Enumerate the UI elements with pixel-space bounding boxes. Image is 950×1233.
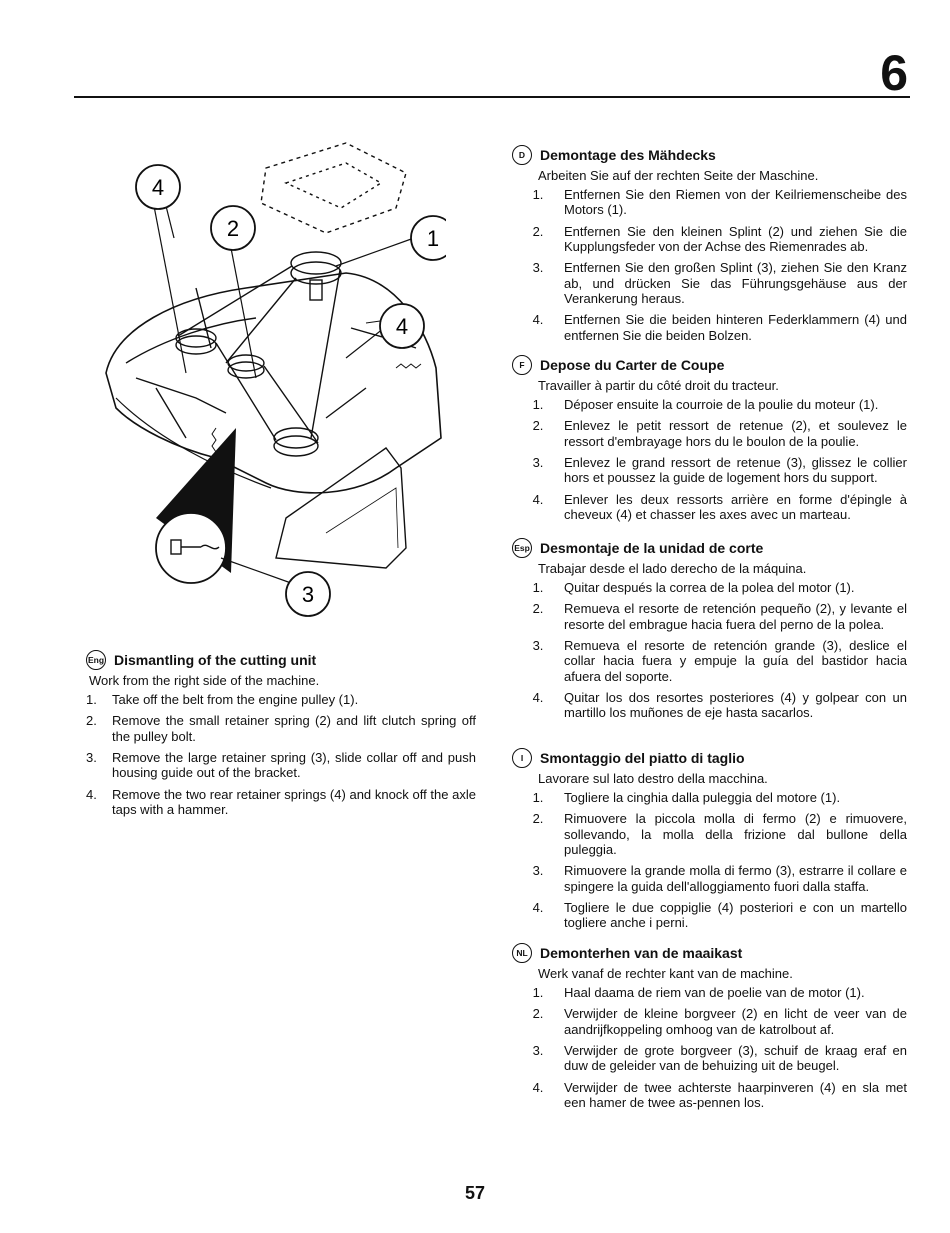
step-item: 4.Enlever les deux ressorts arrière en f… — [532, 491, 907, 522]
step-item: 1.Quitar después la correa de la polea d… — [532, 580, 855, 595]
step-item: 4.Verwijder de twee achterste haarpinver… — [532, 1079, 907, 1110]
section-intro: Werk vanaf de rechter kant van de machin… — [538, 966, 793, 981]
svg-text:2: 2 — [227, 216, 239, 241]
section-title: Demonterhen van de maaikast — [540, 945, 743, 961]
svg-text:4: 4 — [396, 314, 408, 339]
step-item: 1.Entfernen Sie den Riemen von der Keilr… — [532, 187, 907, 218]
section-spanish: Esp Desmontaje de la unidad de corte Tra… — [512, 538, 907, 727]
step-item: 3.Entfernen Sie den großen Splint (3), z… — [532, 260, 907, 306]
step-item: 4.Quitar los dos resortes posteriores (4… — [532, 689, 907, 721]
header-rule — [74, 96, 910, 98]
callout-4-right: 4 — [379, 303, 425, 349]
svg-text:4: 4 — [152, 175, 164, 200]
section-intro: Work from the right side of the machine. — [89, 673, 320, 688]
callout-1: 1 — [410, 215, 446, 261]
step-item: 3.Verwijder de grote borgveer (3), schui… — [532, 1042, 907, 1074]
cutting-unit-illustration: 4 2 1 4 3 — [105, 142, 446, 617]
section-english: Eng Dismantling of the cutting unit Work… — [86, 650, 476, 823]
language-badge-esp: Esp — [512, 538, 532, 558]
callout-2: 2 — [210, 205, 256, 251]
step-item: 1.Togliere la cinghia dalla puleggia del… — [532, 790, 841, 805]
step-item: 4.Entfernen Sie die beiden hinteren Fede… — [532, 312, 907, 343]
language-badge-eng: Eng — [86, 650, 106, 670]
language-badge-nl: NL — [512, 943, 532, 963]
section-intro: Arbeiten Sie auf der rechten Seite der M… — [538, 168, 819, 183]
language-badge-d: D — [512, 145, 532, 165]
step-item: 1.Déposer ensuite la courroie de la poul… — [532, 397, 879, 412]
step-item: 2.Verwijder de kleine borgveer (2) en li… — [532, 1006, 907, 1037]
step-item: 3.Enlevez le grand ressort de retenue (3… — [532, 454, 907, 486]
section-intro: Lavorare sul lato destro della macchina. — [538, 771, 768, 786]
chapter-number: 6 — [880, 45, 908, 101]
section-title: Dismantling of the cutting unit — [114, 652, 317, 668]
callout-4-top: 4 — [135, 164, 181, 210]
step-item: 4.Togliere le due coppiglie (4) posterio… — [532, 899, 907, 931]
language-badge-f: F — [512, 355, 532, 375]
section-german: D Demontage des Mähdecks Arbeiten Sie au… — [512, 145, 907, 349]
language-badge-i: I — [512, 748, 532, 768]
section-title: Smontaggio del piatto di taglio — [540, 750, 745, 766]
step-item: 3.Rimuovere la grande molla di fermo (3)… — [532, 863, 907, 894]
step-item: 1.Haal daama de riem van de poelie van d… — [532, 985, 865, 1000]
step-item: 2.Remueva el resorte de retención pequeñ… — [532, 601, 907, 632]
detail-circle — [155, 512, 227, 584]
section-title: Depose du Carter de Coupe — [540, 357, 725, 373]
section-title: Desmontaje de la unidad de corte — [540, 540, 764, 556]
step-item: 4.Remove the two rear retainer springs (… — [86, 786, 476, 817]
page-number: 57 — [464, 1183, 486, 1203]
step-item: 1.Take off the belt from the engine pull… — [86, 692, 359, 707]
step-item: 2.Rimuovere la piccola molla di fermo (2… — [532, 811, 907, 857]
step-item: 2.Entfernen Sie den kleinen Splint (2) u… — [532, 223, 907, 254]
section-intro: Trabajar desde el lado derecho de la máq… — [538, 561, 807, 576]
svg-text:1: 1 — [427, 226, 439, 251]
section-intro: Travailler à partir du côté droit du tra… — [538, 378, 779, 393]
section-french: F Depose du Carter de Coupe Travailler à… — [512, 355, 907, 528]
step-item: 2.Remove the small retainer spring (2) a… — [86, 713, 476, 744]
step-item: 2.Enlevez le petit ressort de retenue (2… — [532, 418, 907, 449]
svg-text:3: 3 — [302, 582, 314, 607]
callout-3: 3 — [285, 571, 331, 617]
step-item: 3.Remove the large retainer spring (3), … — [86, 749, 476, 781]
section-italian: I Smontaggio del piatto di taglio Lavora… — [512, 748, 907, 937]
section-dutch: NL Demonterhen van de maaikast Werk vana… — [512, 943, 907, 1116]
step-item: 3.Remueva el resorte de retención grande… — [532, 637, 907, 684]
section-title: Demontage des Mähdecks — [540, 147, 716, 163]
